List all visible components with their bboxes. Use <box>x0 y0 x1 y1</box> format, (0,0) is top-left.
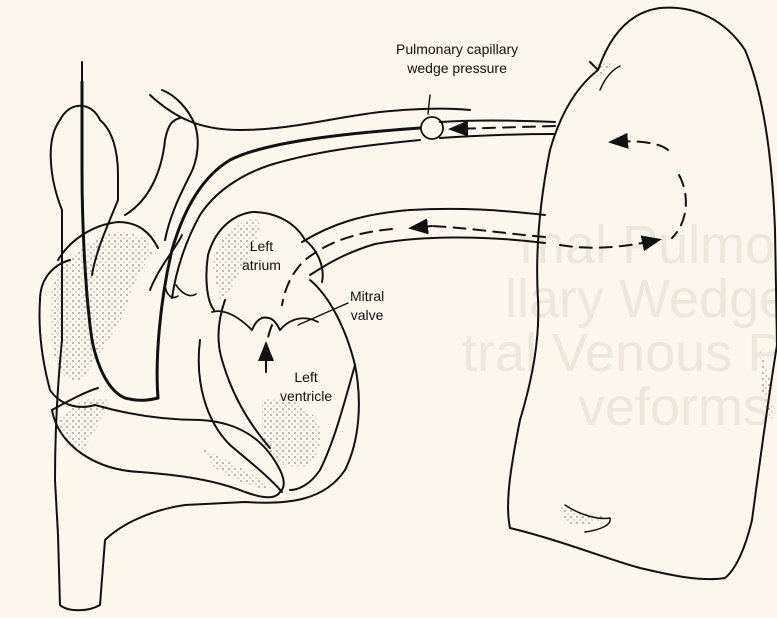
label-left-ventricle: Left ventricle <box>280 368 332 406</box>
label-pcwp: Pulmonary capillary wedge pressure <box>396 40 518 78</box>
flow-arrows <box>266 126 686 372</box>
label-left-atrium: Left atrium <box>242 237 281 275</box>
label-left-ventricle-line1: Left <box>280 368 332 387</box>
label-left-atrium-line1: Left <box>242 237 281 256</box>
label-pcwp-line1: Pulmonary capillary <box>396 40 518 59</box>
lung <box>508 8 777 580</box>
label-pcwp-line2: wedge pressure <box>396 59 518 78</box>
label-mitral-valve-line1: Mitral <box>350 287 384 306</box>
stipple-shading <box>50 62 773 525</box>
label-left-ventricle-line2: ventricle <box>280 387 332 406</box>
label-mitral-valve: Mitral valve <box>350 287 384 325</box>
label-left-atrium-line2: atrium <box>242 256 281 275</box>
label-mitral-valve-line2: valve <box>350 306 384 325</box>
pulmonary-vein <box>302 209 545 275</box>
